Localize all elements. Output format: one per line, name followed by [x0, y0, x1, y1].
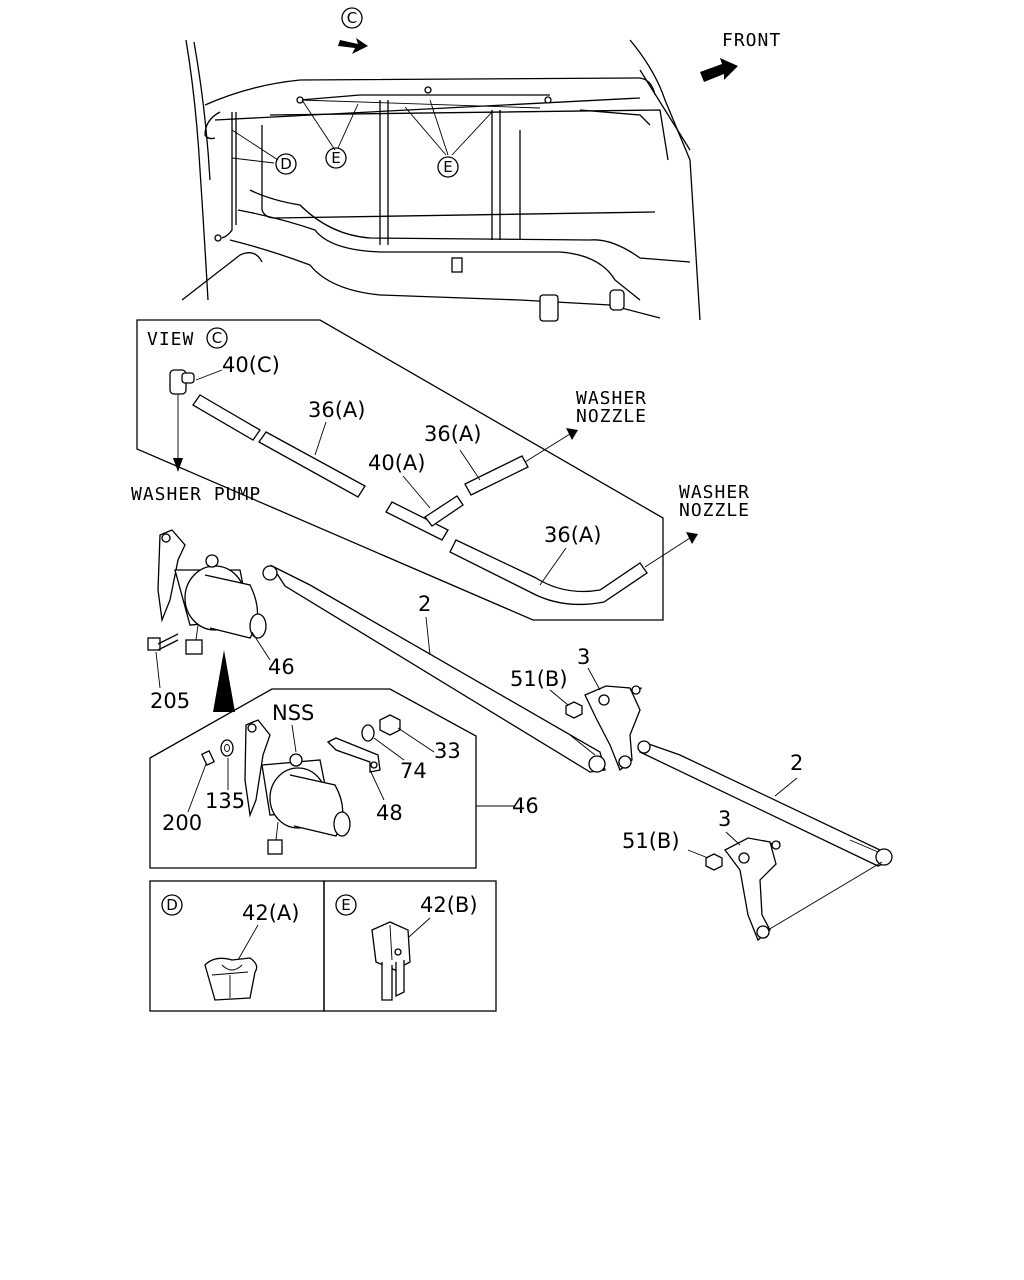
part-40a-tee: [385, 495, 464, 541]
label-42b: 42(B): [420, 893, 478, 917]
label-51b-2: 51(B): [622, 829, 680, 853]
callout-c-view: C: [206, 327, 228, 349]
label-46-1: 46: [268, 655, 295, 679]
callout-d-top: D: [275, 153, 297, 175]
washer-nozzle-2-line2: NOZZLE: [679, 500, 750, 521]
label-2-1: 2: [418, 592, 431, 616]
nss-detail-box: [149, 688, 477, 869]
callout-e-top-2: E: [437, 156, 459, 178]
part-51b-nut-2: [705, 853, 723, 871]
washer-pump-label: WASHER PUMP: [131, 484, 261, 505]
part-36a-hose-2: [464, 428, 578, 496]
part-51b-nut-1: [565, 701, 583, 719]
washer-nozzle-2-line1: WASHER: [679, 482, 750, 503]
part-36a-hose-1: [192, 394, 366, 498]
label-46-2: 46: [512, 794, 539, 818]
nss-label: NSS: [272, 701, 314, 725]
part-2-linkage-rod-2: [637, 740, 893, 867]
part-42b-clip: [371, 921, 411, 1001]
callout-e-box: E: [335, 894, 357, 916]
label-200: 200: [162, 811, 202, 835]
label-42a: 42(A): [242, 901, 299, 925]
label-36a-2: 36(A): [424, 422, 481, 446]
part-33-nut: [379, 714, 401, 736]
part-135-washer: [220, 739, 234, 757]
part-200-pin: [200, 750, 216, 766]
label-36a-3: 36(A): [544, 523, 601, 547]
label-205: 205: [150, 689, 190, 713]
label-3-1: 3: [577, 645, 590, 669]
front-label: FRONT: [722, 30, 781, 51]
label-74: 74: [400, 759, 427, 783]
detail-e-box: [323, 880, 497, 1012]
part-40c-elbow: [169, 369, 195, 472]
callouts-d_box: D: [166, 896, 178, 914]
washer-nozzle-1-line2: NOZZLE: [576, 406, 647, 427]
callouts-e_box: E: [341, 896, 350, 914]
callouts-d_top: D: [280, 155, 292, 173]
vehicle-front-panel: [181, 39, 701, 322]
part-3-pivot-2: [724, 837, 883, 942]
view-c-box: [136, 319, 664, 621]
part-36a-hose-3: [449, 532, 698, 606]
part-48-bracket: [326, 737, 381, 773]
view-c-label: VIEW: [147, 329, 194, 350]
label-135: 135: [205, 789, 245, 813]
arrow-c-down-icon: [338, 38, 368, 54]
label-2-2: 2: [790, 751, 803, 775]
part-3-pivot-1: [584, 685, 643, 772]
part-42a-clip: [204, 957, 258, 1001]
callout-e-top-1: E: [325, 147, 347, 169]
front-arrow-icon: [700, 58, 738, 82]
label-40a: 40(A): [368, 451, 425, 475]
part-74-washer: [361, 724, 375, 742]
callouts-c_view: C: [212, 329, 222, 347]
callouts-e_top_2: E: [443, 158, 452, 176]
label-3-2: 3: [718, 807, 731, 831]
label-48: 48: [376, 801, 403, 825]
callouts-c_top: C: [347, 9, 357, 27]
part-205-bolt: [147, 633, 179, 651]
part-46-nss-motor: [244, 719, 351, 855]
label-33: 33: [434, 739, 461, 763]
label-36a-1: 36(A): [308, 398, 365, 422]
callouts-e_top_1: E: [331, 149, 340, 167]
washer-nozzle-1-line1: WASHER: [576, 388, 647, 409]
part-46-wiper-motor: [157, 529, 267, 655]
callout-c-top: C: [341, 7, 363, 29]
arrow-nss-up-icon: [213, 650, 235, 712]
label-51b-1: 51(B): [510, 667, 568, 691]
part-2-linkage-rod-1: [262, 564, 606, 773]
callout-d-box: D: [161, 894, 183, 916]
label-40c: 40(C): [222, 353, 280, 377]
